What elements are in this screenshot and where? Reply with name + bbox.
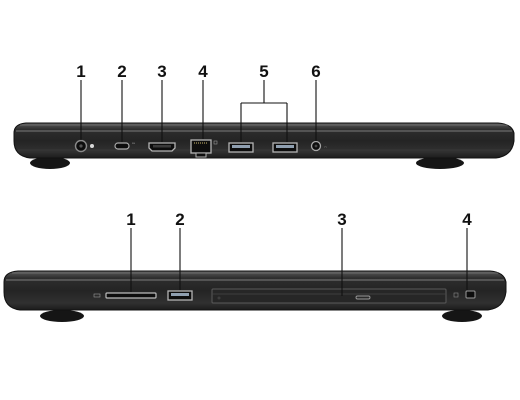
svg-text:∩: ∩	[324, 144, 327, 149]
laptop-chassis	[13, 122, 515, 159]
security-cable-slot	[453, 290, 476, 299]
hdmi-port	[148, 142, 176, 152]
rubber-foot	[40, 310, 84, 322]
usb-a-port	[228, 142, 254, 153]
laptop-right-view	[3, 270, 507, 322]
callout-number: 6	[311, 62, 320, 81]
callout-number: 3	[157, 62, 166, 81]
network-port	[190, 139, 218, 158]
usb-c-port: ss	[114, 141, 136, 150]
rubber-foot	[30, 157, 70, 169]
headset-jack: ∩	[310, 140, 327, 152]
optical-drive	[211, 288, 447, 304]
rubber-foot	[416, 157, 464, 169]
callout-number: 2	[117, 62, 126, 81]
sd-card-slot	[93, 292, 157, 299]
usb-a-port	[167, 290, 193, 301]
power-adapter-port	[74, 139, 94, 153]
callout-number: 4	[198, 62, 208, 81]
callout-number: 4	[462, 210, 472, 229]
callout-number: 2	[175, 210, 184, 229]
usb-a-port	[272, 142, 298, 153]
svg-text:ss: ss	[132, 141, 136, 145]
laptop-left-view: ss ∩	[13, 122, 515, 169]
rubber-foot	[442, 310, 482, 322]
callout-number: 5	[259, 62, 268, 81]
left-view-callouts: 1 2 3 4 5 6	[76, 62, 321, 142]
callout-number: 1	[126, 210, 135, 229]
right-view-callouts: 1 2 3 4	[126, 210, 472, 296]
callout-number: 1	[76, 62, 85, 81]
callout-number: 3	[337, 210, 346, 229]
